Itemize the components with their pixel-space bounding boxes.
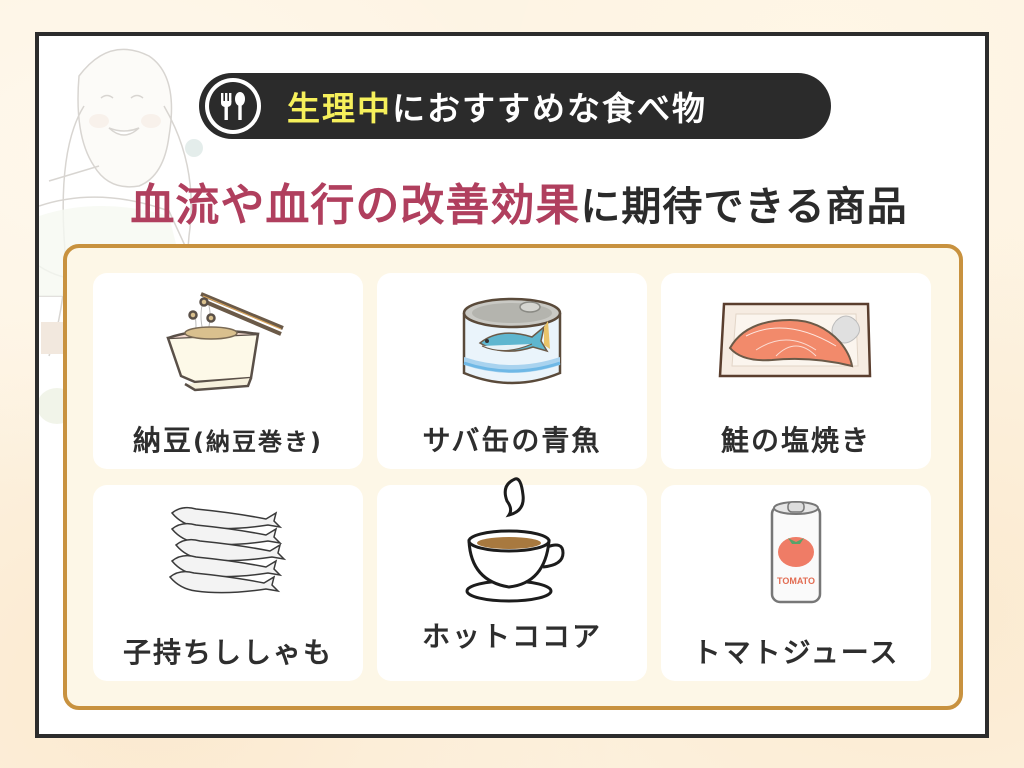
subtitle-accent: 血流や血行の改善効果: [130, 180, 581, 231]
food-card-natto: 納豆(納豆巻き): [93, 273, 363, 469]
food-card-tomato-juice: TOMATO トマトジュース: [661, 485, 931, 681]
header-title-highlight: 生理中: [287, 89, 392, 128]
fork-spoon-icon: [221, 92, 245, 120]
food-label: ホットココア: [421, 620, 602, 653]
shishamo-icon: [168, 506, 287, 594]
food-panel: 納豆(納豆巻き) サバ缶の青魚: [63, 244, 963, 710]
food-label: トマトジュース: [692, 636, 900, 669]
food-card-hot-cocoa: ホットココア: [377, 477, 647, 681]
header-title-rest: におすすめな食べ物: [392, 89, 707, 128]
grilled-salmon-icon: [718, 302, 872, 378]
food-card-grilled-salmon: 鮭の塩焼き: [661, 273, 931, 469]
header-icon-ring: [205, 78, 261, 134]
tomato-juice-icon: TOMATO: [770, 501, 822, 604]
header-pill: 生理中におすすめな食べ物: [199, 73, 831, 139]
subtitle-rest: に期待できる商品: [580, 184, 908, 230]
header-title: 生理中におすすめな食べ物: [287, 82, 707, 130]
food-label: 納豆(納豆巻き): [133, 424, 323, 457]
food-label: サバ缶の青魚: [422, 424, 602, 457]
natto-icon: [166, 292, 284, 392]
food-card-mackerel-can: サバ缶の青魚: [377, 273, 647, 469]
can-label-text: TOMATO: [777, 576, 815, 586]
subtitle: 血流や血行の改善効果に期待できる商品: [84, 169, 954, 231]
food-label: 子持ちししゃも: [122, 636, 333, 669]
hot-cocoa-icon: [465, 477, 565, 603]
food-label: 鮭の塩焼き: [720, 424, 871, 457]
mackerel-can-icon: [462, 297, 562, 385]
infographic-frame: 生理中におすすめな食べ物 血流や血行の改善効果に期待できる商品: [35, 32, 989, 738]
food-card-shishamo: 子持ちししゃも: [93, 485, 363, 681]
